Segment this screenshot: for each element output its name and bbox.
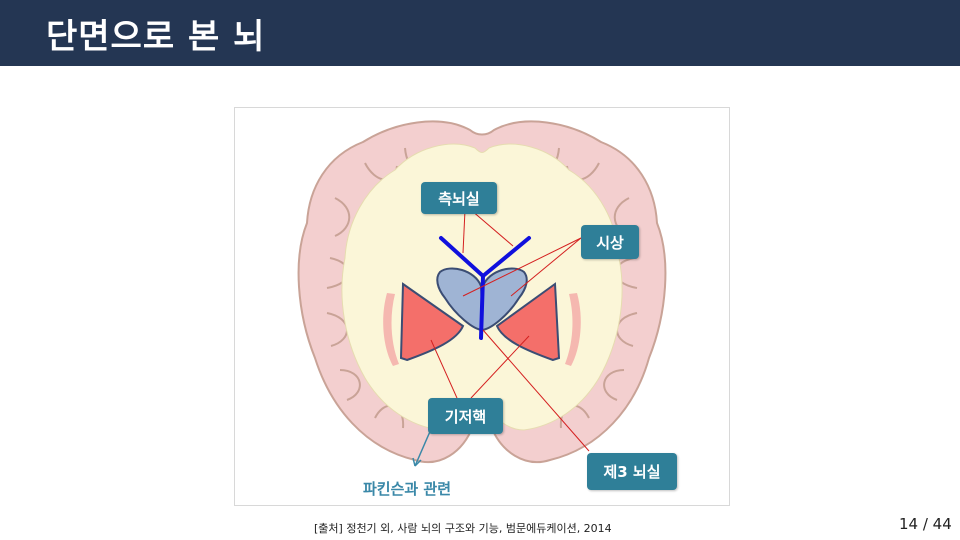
citation-text: [출처] 정천기 외, 사람 뇌의 구조와 기능, 범문에듀케이션, 2014 (314, 522, 612, 535)
label-basal-ganglia: 기저핵 (428, 398, 503, 434)
claustrum-left (383, 293, 399, 366)
claustrum-right (565, 293, 581, 366)
basal-ganglia-left (399, 282, 465, 362)
thalamus-right (479, 267, 528, 332)
basal-ganglia-right (495, 282, 561, 362)
thalamus-left (436, 267, 485, 332)
label-thalamus: 시상 (581, 225, 639, 259)
pointer-lines (430, 209, 590, 452)
brain-cross-section (297, 120, 667, 467)
brain-diagram: 측뇌실 시상 기저핵 제3 뇌실 파킨슨과 관련 (234, 107, 730, 506)
label-third-ventricle: 제3 뇌실 (587, 453, 677, 490)
page-number: 14 / 44 (899, 515, 952, 533)
label-lateral-ventricle: 측뇌실 (421, 182, 497, 214)
slide-title: 단면으로 본 뇌 (46, 17, 266, 57)
header-bar: 단면으로 본 뇌 (0, 0, 960, 66)
parkinson-note: 파킨슨과 관련 (363, 480, 452, 498)
